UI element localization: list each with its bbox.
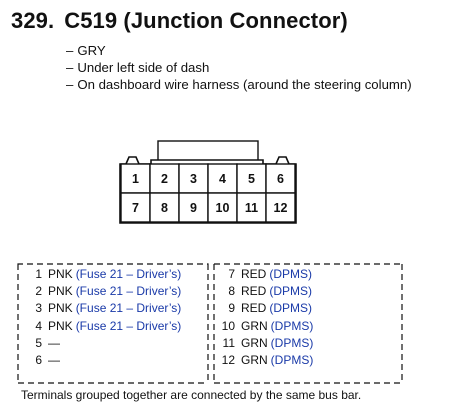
connector-cavity — [207, 192, 238, 223]
cavity-pin-number: 4 — [219, 172, 226, 186]
cavity-pin-number: 7 — [132, 201, 139, 215]
cavity-pin-number: 1 — [132, 172, 139, 186]
connector-cavity — [265, 192, 296, 223]
terminal-row: 6— — [35, 353, 60, 368]
terminal-row: 5— — [35, 335, 60, 350]
connector-title: C519 (Junction Connector) — [64, 8, 348, 33]
cavity-pin-number: 8 — [161, 201, 168, 215]
cavity-pin-number: 9 — [190, 201, 197, 215]
connector-cavity — [149, 192, 180, 223]
cavity-pin-number: 12 — [274, 201, 288, 215]
connector-index: 329. — [11, 8, 55, 33]
detail-location: –Under left side of dash — [66, 60, 210, 75]
connector-cavity — [178, 163, 209, 194]
cavity-pin-number: 11 — [245, 201, 258, 215]
detail-harness: –On dashboard wire harness (around the s… — [66, 77, 412, 92]
cavity-pin-number: 10 — [216, 201, 230, 215]
cavity-pin-number: 2 — [161, 172, 168, 186]
cavity-pin-number: 3 — [190, 172, 197, 186]
cavity-pin-number: 6 — [277, 172, 284, 186]
footnote: Terminals grouped together are connected… — [21, 388, 362, 402]
connector-cavity — [207, 163, 238, 194]
page-title: 329. C519 (Junction Connector) — [11, 8, 348, 34]
connector-cavity — [265, 163, 296, 194]
connector-cavity — [236, 192, 267, 223]
connector-cavity — [120, 192, 151, 223]
detail-color: –GRY — [66, 43, 106, 58]
cavity-pin-number: 5 — [248, 172, 255, 186]
connector-cavity — [178, 192, 209, 223]
connector-details: –GRY –Under left side of dash –On dashbo… — [66, 42, 412, 93]
connector-latch — [157, 140, 259, 163]
